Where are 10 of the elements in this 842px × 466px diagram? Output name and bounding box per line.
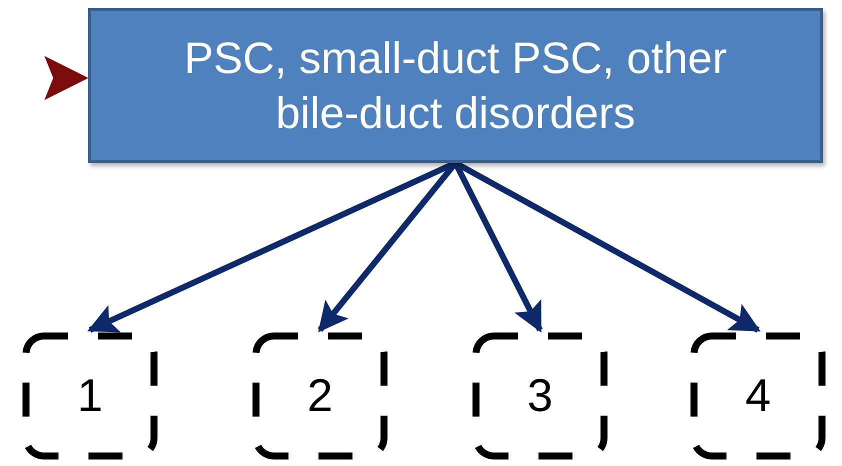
dashed-box	[22, 332, 158, 460]
dashed-box	[252, 332, 388, 460]
dashed-box	[472, 332, 608, 460]
number-label: 2	[307, 368, 333, 424]
number-label: 4	[745, 368, 771, 424]
box-title: PSC, small-duct PSC, other bile-duct disorders	[183, 32, 728, 140]
number-label: 1	[77, 368, 103, 424]
process-box	[88, 8, 823, 163]
dashed-box	[690, 332, 826, 460]
number-label: 3	[527, 368, 553, 424]
